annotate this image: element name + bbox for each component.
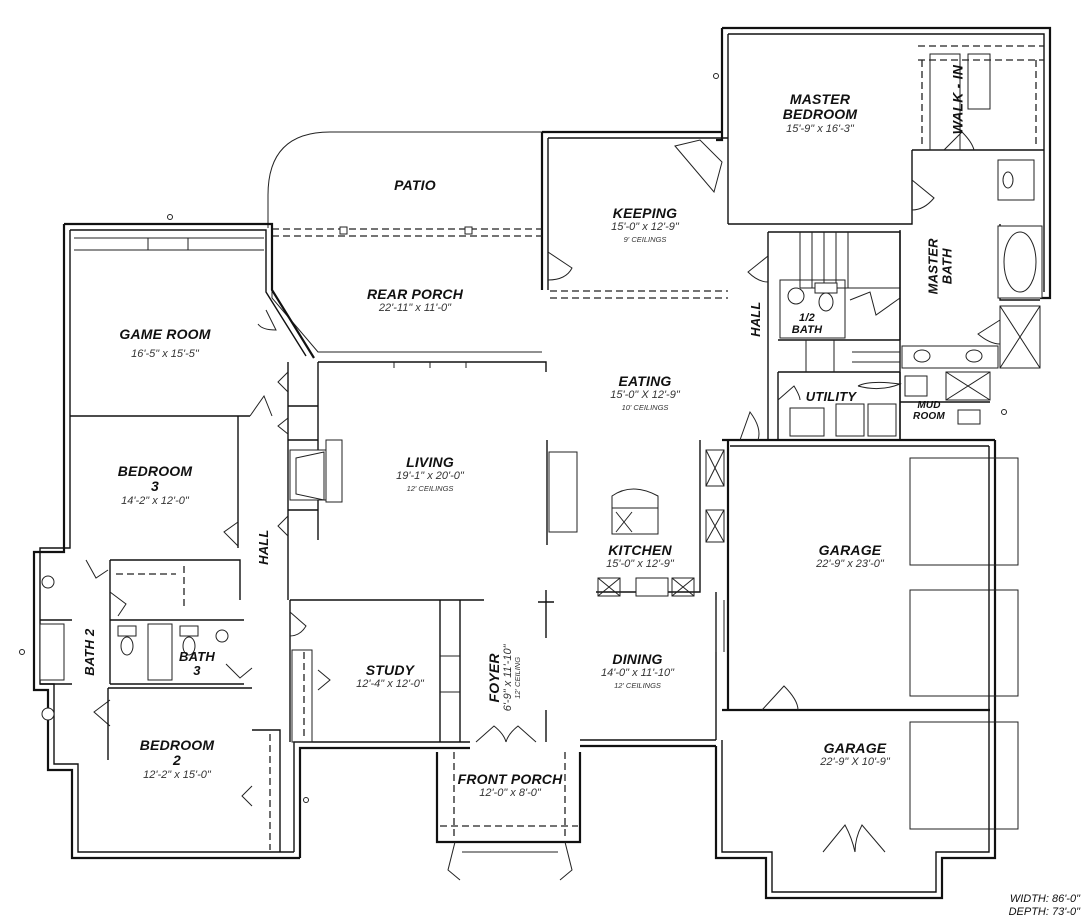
room-ceiling: 12' CEILINGS (406, 484, 454, 494)
room-dimensions: 22'-9" X 10'-9" (820, 756, 890, 769)
room-rear-porch: REAR PORCH 22'-11" x 11'-0" (350, 286, 480, 315)
room-foyer: FOYER 6'-9" x 11'-10" 12' CEILING (486, 633, 523, 723)
room-name: KEEPING (612, 205, 678, 221)
room-name: BEDROOM (782, 106, 858, 123)
room-living: LIVING 19'-1" x 20'-0" 12' CEILINGS (370, 454, 490, 494)
room-dimensions: 22'-9" x 23'-0" (816, 558, 884, 571)
room-name: STUDY (365, 662, 415, 678)
room-dimensions: 19'-1" x 20'-0" (396, 470, 464, 483)
room-bedroom-3: BEDROOM 3 14'-2" x 12'-0" (100, 463, 210, 507)
room-garage-side: GARAGE 22'-9" X 10'-9" (790, 740, 920, 769)
overall-width: WIDTH: 86'-0" (1009, 892, 1080, 905)
room-ceiling: 10' CEILINGS (621, 403, 669, 413)
room-kitchen: KITCHEN 15'-0" x 12'-9" (590, 542, 690, 571)
room-front-porch: FRONT PORCH 12'-0" x 8'-0" (450, 771, 570, 800)
room-name: 3 (151, 478, 159, 495)
room-keeping: KEEPING 15'-0" x 12'-9" 9' CEILINGS (580, 205, 710, 245)
room-name: 1/2 (799, 312, 815, 324)
overall-depth: DEPTH: 73'-0" (1008, 906, 1080, 919)
room-name: GARAGE (818, 542, 882, 558)
room-patio: PATIO (380, 177, 450, 193)
room-name: 3 (193, 663, 201, 679)
room-name: WALK - IN (949, 64, 966, 135)
room-name: BATH 2 (81, 628, 97, 676)
room-name: BATH (791, 324, 823, 337)
room-name: KITCHEN (608, 542, 672, 558)
room-name: HALL (255, 529, 271, 565)
room-dining: DINING 14'-0" x 11'-10" 12' CEILINGS (580, 651, 695, 691)
room-name: PATIO (394, 177, 436, 193)
room-name: BATH (940, 248, 955, 285)
room-ceiling: 12' CEILINGS (614, 681, 661, 691)
room-bath-2: BATH 2 (81, 622, 97, 682)
room-name: DINING (612, 651, 663, 667)
room-dimensions: 15'-9" x 16'-3" (786, 122, 854, 135)
room-eating: EATING 15'-0" X 12'-9" 10' CEILINGS (580, 373, 710, 413)
room-dimensions: 16'-5" x 15'-5" (131, 348, 199, 361)
room-garage-main: GARAGE 22'-9" x 23'-0" (780, 542, 920, 571)
room-master-bedroom: MASTER BEDROOM 15'-9" x 16'-3" (770, 91, 870, 135)
room-name: MASTER (789, 91, 851, 107)
room-half-bath: 1/2 BATH (784, 312, 830, 336)
room-name: REAR PORCH (366, 286, 464, 302)
room-mud-room: MUD ROOM (906, 400, 952, 422)
room-dimensions: 22'-11" x 11'-0" (378, 302, 452, 315)
room-name: MUD (917, 400, 941, 411)
room-game-room: GAME ROOM 16'-5" x 15'-5" (100, 326, 230, 361)
room-dimensions: 14'-0" x 11'-10" (601, 667, 674, 680)
room-utility: UTILITY (796, 389, 866, 404)
room-name: GAME ROOM (119, 326, 211, 342)
room-dimensions: 15'-0" x 12'-9" (606, 558, 674, 571)
room-dimensions: 14'-2" x 12'-0" (121, 494, 189, 507)
room-walk-in: WALK - IN (949, 60, 966, 140)
room-name: FOYER (486, 653, 503, 703)
room-name: HALL (747, 301, 763, 337)
room-dimensions: 15'-0" X 12'-9" (610, 389, 680, 402)
room-master-bath: MASTER BATH (925, 231, 956, 301)
room-hall-west: HALL (255, 527, 271, 567)
room-name: LIVING (406, 454, 454, 470)
room-name: BEDROOM (139, 737, 215, 753)
room-dimensions: 12'-2" x 15'-0" (143, 768, 211, 781)
room-ceiling: 9' CEILINGS (623, 235, 667, 245)
room-name: ROOM (913, 411, 945, 422)
room-name: EATING (618, 373, 672, 389)
room-name: BATH (179, 649, 215, 664)
room-name: UTILITY (805, 389, 857, 404)
room-study: STUDY 12'-4" x 12'-0" (340, 662, 440, 691)
room-name: BEDROOM (117, 463, 193, 479)
room-name: FRONT PORCH (457, 771, 563, 787)
room-bath-3: BATH 3 (172, 649, 222, 679)
room-name: MASTER (925, 238, 941, 295)
room-dimensions: 12'-0" x 8'-0" (479, 787, 541, 800)
room-bedroom-2: BEDROOM 2 12'-2" x 15'-0" (122, 737, 232, 781)
overall-dimensions: WIDTH: 86'-0" DEPTH: 73'-0" (1009, 893, 1080, 921)
room-hall-east: HALL (747, 299, 763, 339)
room-dimensions: 15'-0" x 12'-9" (611, 221, 679, 234)
room-name: GARAGE (823, 740, 887, 756)
room-ceiling: 12' CEILING (513, 656, 523, 699)
room-dimensions: 12'-4" x 12'-0" (356, 678, 424, 691)
room-name: 2 (173, 752, 181, 769)
